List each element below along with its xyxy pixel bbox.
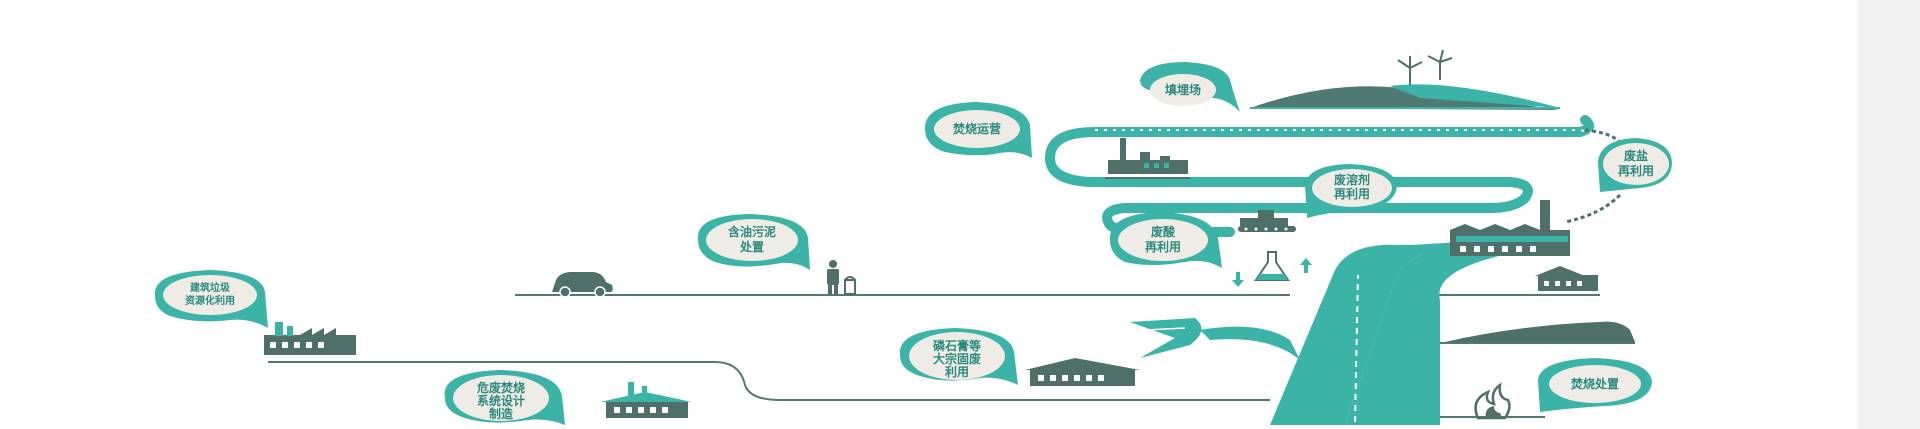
bubble-incineration-ops: 焚烧运营 [925, 102, 1032, 158]
arrow-up-icon [1300, 258, 1312, 273]
label-landfill: 填埋场 [1165, 82, 1201, 97]
label-hazardous-incineration-1: 危废焚烧 [476, 380, 525, 395]
leaf-icon [1130, 318, 1202, 358]
label-waste-acid-1: 废酸 [1151, 224, 1176, 239]
slag-mound [1445, 321, 1635, 342]
bubble-phosphogypsum: 磷石膏等 大宗固废 利用 [899, 328, 1018, 385]
lower-route-line [268, 361, 1270, 401]
right-margin-band [1858, 0, 1920, 429]
label-construction-waste-1: 建筑垃圾 [189, 281, 231, 294]
bubble-waste-salt: 废盐 再利用 [1598, 138, 1672, 192]
bulldozer-icon [1238, 210, 1296, 232]
label-phosphogypsum-1: 磷石膏等 [933, 338, 981, 353]
landfill-hill [1250, 84, 1560, 110]
label-incineration-ops: 焚烧运营 [952, 121, 1001, 136]
label-waste-solvent-2: 再利用 [1334, 186, 1370, 201]
house-icon-right [1535, 266, 1598, 291]
bubble-hazardous-incineration: 危废焚烧 系统设计 制造 [444, 370, 565, 425]
bubble-waste-acid: 废酸 再利用 [1109, 212, 1222, 268]
bubble-landfill: 填埋场 [1140, 62, 1240, 112]
worker-trash-icon [827, 260, 856, 295]
wind-turbine-icon [1397, 49, 1453, 85]
arrow-down-icon [1232, 272, 1244, 287]
label-hazardous-incineration-3: 制造 [489, 406, 514, 421]
car-icon [552, 272, 613, 298]
house-icon-center [1025, 358, 1140, 386]
label-construction-waste-2: 资源化利用 [185, 294, 235, 307]
bubble-waste-solvent: 废溶剂 再利用 [1305, 164, 1397, 218]
bubble-oily-sludge: 含油污泥 处置 [697, 214, 810, 270]
label-waste-acid-2: 再利用 [1145, 239, 1181, 254]
label-incineration-disposal: 焚烧处置 [1570, 376, 1619, 391]
plant-icon-incineration [1105, 138, 1190, 179]
factory-icon-right [1450, 200, 1570, 256]
railway-line [1564, 128, 1627, 224]
label-oily-sludge-2: 处置 [739, 239, 764, 254]
label-oily-sludge-1: 含油污泥 [728, 224, 776, 239]
bubble-incineration-disposal: 焚烧处置 [1538, 358, 1652, 412]
label-waste-solvent-1: 废溶剂 [1334, 172, 1370, 187]
label-waste-salt-1: 废盐 [1624, 148, 1648, 163]
label-phosphogypsum-3: 利用 [945, 364, 969, 379]
fire-icon [1474, 382, 1511, 420]
label-phosphogypsum-2: 大宗固废 [933, 351, 981, 366]
bubble-construction-waste: 建筑垃圾 资源化利用 [154, 270, 268, 328]
label-hazardous-incineration-2: 系统设计 [477, 393, 525, 408]
label-waste-salt-2: 再利用 [1618, 163, 1654, 178]
winding-track [1044, 115, 1594, 237]
factory-icon-bottom [600, 382, 692, 418]
flask-icon [1254, 251, 1290, 281]
factory-icon-left [264, 322, 356, 355]
